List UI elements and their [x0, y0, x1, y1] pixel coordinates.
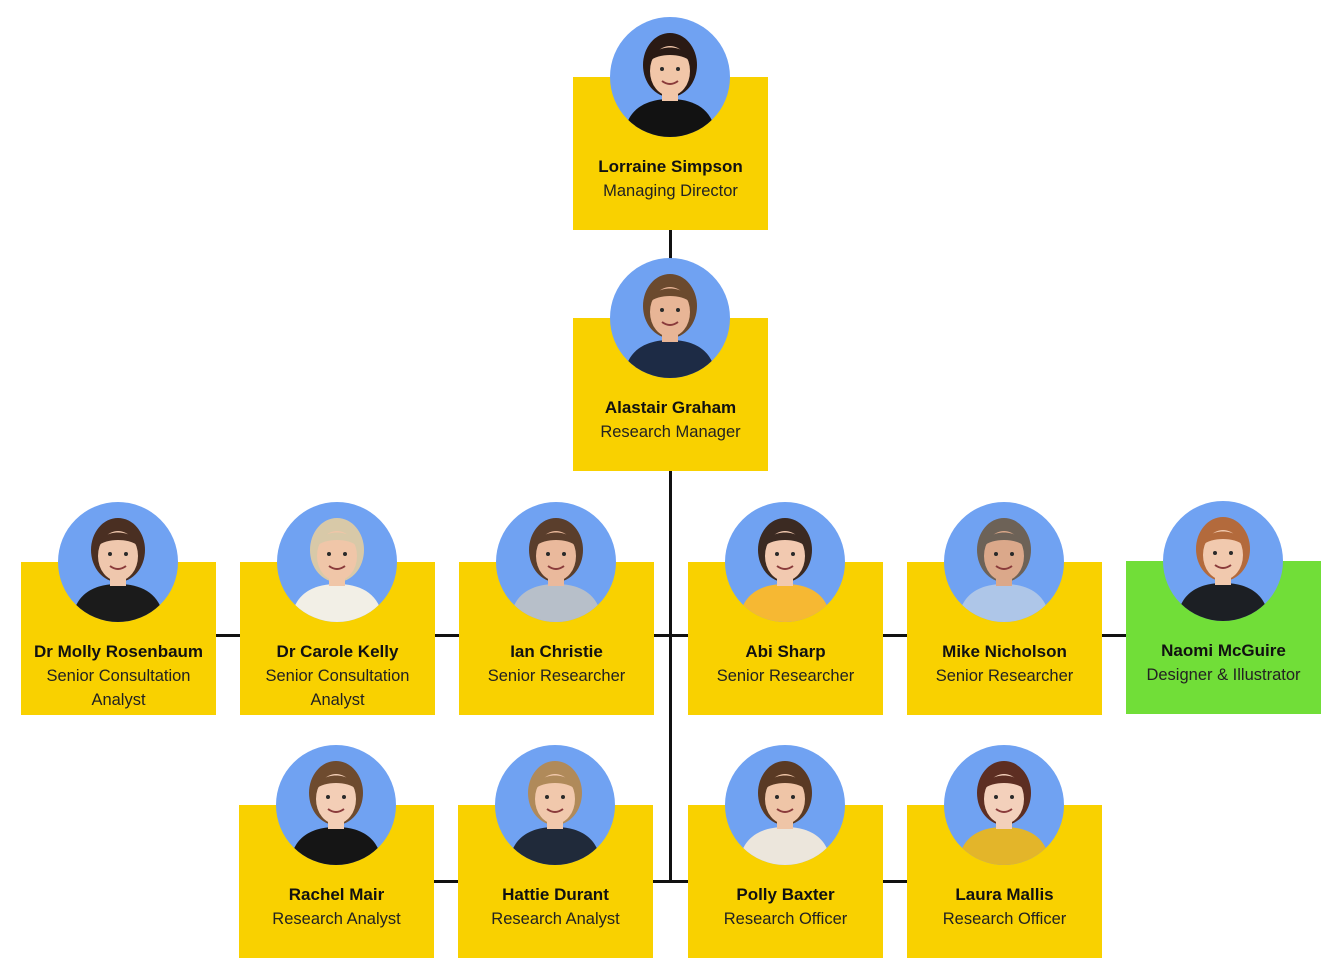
avatar	[58, 502, 178, 622]
person-name: Mike Nicholson	[942, 642, 1067, 661]
person-title: Research Manager	[600, 423, 741, 441]
person-title: Senior Researcher	[935, 667, 1074, 685]
avatar	[277, 502, 397, 622]
connector-director-manager	[669, 230, 672, 260]
person-name: Ian Christie	[510, 642, 603, 661]
person-title: Senior Consultation Analyst	[46, 667, 191, 709]
avatar	[496, 502, 616, 622]
person-title: Managing Director	[603, 182, 738, 200]
person-title: Research Officer	[723, 910, 848, 928]
avatar	[276, 745, 396, 865]
connector-row2	[430, 880, 910, 883]
avatar	[725, 502, 845, 622]
avatar	[495, 745, 615, 865]
person-title: Research Analyst	[272, 910, 401, 928]
person-title: Senior Researcher	[487, 667, 626, 685]
person-name: Rachel Mair	[288, 885, 385, 904]
person-name: Dr Carole Kelly	[276, 642, 399, 661]
connector-row1	[210, 634, 1140, 637]
person-name: Hattie Durant	[502, 885, 609, 904]
person-name: Lorraine Simpson	[598, 157, 743, 176]
person-name: Polly Baxter	[736, 885, 835, 904]
person-title: Senior Researcher	[716, 667, 855, 685]
person-name: Laura Mallis	[955, 885, 1054, 904]
connector-trunk	[669, 470, 672, 883]
person-title: Research Analyst	[491, 910, 620, 928]
person-name: Alastair Graham	[604, 398, 737, 417]
avatar	[944, 502, 1064, 622]
avatar	[944, 745, 1064, 865]
person-title: Senior Consultation Analyst	[265, 667, 410, 709]
person-name: Abi Sharp	[745, 642, 826, 661]
avatar	[610, 258, 730, 378]
person-title: Designer & Illustrator	[1146, 666, 1301, 684]
avatar	[725, 745, 845, 865]
person-name: Dr Molly Rosenbaum	[33, 642, 204, 661]
avatar	[610, 17, 730, 137]
person-title: Research Officer	[942, 910, 1067, 928]
avatar	[1163, 501, 1283, 621]
person-name: Naomi McGuire	[1161, 641, 1286, 660]
